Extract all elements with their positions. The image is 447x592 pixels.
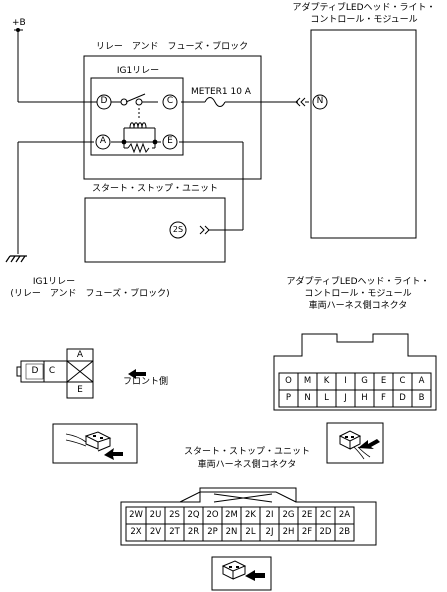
relay-connector-title-1: IG1リレー bbox=[32, 277, 76, 287]
led-connector-face bbox=[273, 333, 437, 411]
terminal-c-label: C bbox=[166, 96, 174, 106]
relay-connector-face bbox=[16, 348, 94, 399]
ss-pin: 2I bbox=[265, 510, 274, 520]
ss-pin: 2M bbox=[225, 510, 238, 520]
front-arrow-icon bbox=[128, 369, 146, 379]
led-pin: P bbox=[285, 393, 292, 403]
led-pin: F bbox=[381, 393, 386, 403]
relay-coil bbox=[129, 122, 147, 129]
power-label: +B bbox=[12, 18, 26, 28]
ss-pin: 2E bbox=[301, 510, 313, 520]
ss-pin: 2D bbox=[319, 527, 332, 537]
led-pin: N bbox=[304, 393, 311, 403]
led-module-title-2: コントロール・モジュール bbox=[310, 15, 418, 25]
ss-pin: 2N bbox=[225, 527, 238, 537]
terminal-e-label: E bbox=[167, 136, 173, 146]
ss-pin: 2H bbox=[282, 527, 295, 537]
front-side-label: フロント側 bbox=[123, 377, 169, 387]
ss-pin: 2U bbox=[149, 510, 162, 520]
insert-arrow-icon bbox=[245, 570, 265, 581]
led-pin: M bbox=[303, 376, 312, 386]
ss-connector-face bbox=[120, 487, 377, 546]
ss-connector-title-1: スタート・ストップ・ユニット bbox=[183, 447, 311, 457]
start-stop-unit-title: スタート・ストップ・ユニット bbox=[91, 184, 219, 194]
led-pin: C bbox=[399, 376, 406, 386]
insert-arrow-icon bbox=[104, 448, 123, 460]
ss-pin: 2Q bbox=[187, 510, 200, 520]
terminal-a bbox=[95, 134, 111, 150]
led-pin: L bbox=[324, 393, 329, 403]
led-pin: H bbox=[361, 393, 368, 403]
relay-resistor bbox=[127, 142, 150, 154]
ss-pin: 2R bbox=[187, 527, 200, 537]
terminal-c bbox=[162, 94, 178, 110]
ss-connector-illustration bbox=[211, 556, 272, 591]
led-connector-illustration bbox=[326, 422, 384, 464]
ss-pin: 2L bbox=[245, 527, 256, 537]
ss-pin: 2V bbox=[149, 527, 162, 537]
led-connector-title-3: 車両ハーネス側コネクタ bbox=[308, 301, 408, 311]
led-module-box bbox=[310, 29, 417, 239]
terminal-n-label: N bbox=[316, 96, 324, 106]
ig1-relay-box bbox=[90, 77, 184, 156]
led-pin: O bbox=[285, 376, 292, 386]
ss-pin: 2S bbox=[169, 510, 180, 520]
ss-pin: 2J bbox=[265, 527, 274, 537]
ss-pin: 2T bbox=[169, 527, 180, 537]
led-module-title-1: アダプティブLEDヘッド・ライト・ bbox=[292, 3, 436, 13]
led-pin: G bbox=[361, 376, 368, 386]
relay-pin-d: D bbox=[31, 366, 39, 376]
led-pin: E bbox=[380, 376, 387, 386]
terminal-2s bbox=[169, 221, 187, 239]
relay-name: IG1リレー bbox=[116, 66, 160, 76]
relay-pin-c: C bbox=[48, 366, 56, 376]
ss-pin: 2G bbox=[282, 510, 295, 520]
ss-pin: 2X bbox=[130, 527, 142, 537]
led-connector-title-1: アダプティブLEDヘッド・ライト・ bbox=[286, 277, 430, 287]
relay-fuse-block-box bbox=[83, 55, 262, 180]
ss-pin: 2C bbox=[319, 510, 332, 520]
led-pin: K bbox=[323, 376, 330, 386]
led-connector-title-2: コントロール・モジュール bbox=[304, 289, 412, 299]
fuse-label: METER1 10 A bbox=[191, 87, 251, 97]
relay-connector-title-2: (リレー アンド フューズ・ブロック) bbox=[10, 289, 170, 299]
terminal-d bbox=[96, 94, 112, 110]
terminal-e bbox=[162, 134, 178, 150]
relay-connector-illustration bbox=[52, 423, 138, 464]
ss-pin: 2K bbox=[245, 510, 256, 520]
fuse-symbol bbox=[204, 97, 226, 107]
terminal-a-label: A bbox=[99, 136, 107, 146]
ss-connector-title-2: 車両ハーネス側コネクタ bbox=[197, 460, 297, 470]
ss-pin: 2O bbox=[206, 510, 219, 520]
relay-pin-e: E bbox=[77, 385, 83, 395]
relay-pin-a: A bbox=[76, 350, 84, 360]
led-pin: A bbox=[418, 376, 425, 386]
insert-arrow-icon bbox=[358, 439, 380, 449]
relay-fuse-block-title: リレー アンド フューズ・ブロック bbox=[95, 42, 249, 52]
terminal-n bbox=[312, 94, 328, 110]
ss-pin: 2A bbox=[338, 510, 351, 520]
ss-pin: 2W bbox=[129, 510, 143, 520]
ss-pin: 2P bbox=[207, 527, 218, 537]
terminal-2s-label: 2S bbox=[172, 225, 184, 234]
led-pin: B bbox=[418, 393, 425, 403]
start-stop-unit-box bbox=[84, 197, 226, 263]
ss-pin: 2B bbox=[338, 527, 351, 537]
led-pin: J bbox=[344, 393, 347, 403]
ss-pin: 2F bbox=[301, 527, 313, 537]
terminal-d-label: D bbox=[100, 96, 108, 106]
ground-symbol bbox=[5, 255, 27, 263]
led-pin: D bbox=[399, 393, 406, 403]
led-pin: I bbox=[344, 376, 347, 386]
